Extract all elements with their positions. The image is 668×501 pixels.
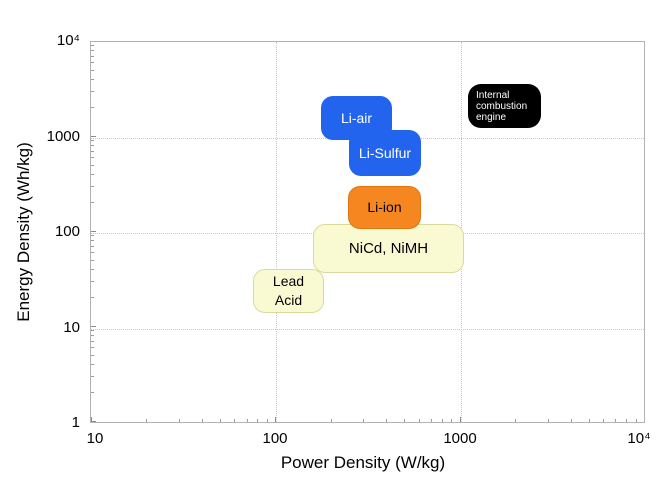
y-axis-tick [91, 347, 94, 348]
y-axis-tick [91, 364, 94, 365]
x-axis-tick [615, 419, 616, 422]
y-axis-tick [91, 186, 94, 187]
x-axis-tick [220, 419, 221, 422]
x-axis-tick [442, 419, 443, 422]
x-axis-tick [571, 419, 572, 422]
x-axis-tick [603, 419, 604, 422]
gridline-x-100 [276, 42, 277, 422]
region-li-ion-label: Li-ion [367, 199, 402, 215]
y-axis-tick [91, 330, 94, 331]
y-axis-tick [91, 202, 94, 203]
y-axis-tick [91, 421, 96, 422]
y-axis-tick [91, 56, 94, 57]
gridline-y-10 [91, 329, 644, 330]
y-axis-tick [91, 151, 94, 152]
x-axis-tick [275, 417, 276, 422]
x-axis-tick [636, 419, 637, 422]
y-tick-1000: 1000 [46, 128, 80, 145]
x-axis-tick [91, 417, 92, 422]
y-axis-title: Energy Density (Wh/kg) [14, 142, 33, 322]
y-axis-tick [91, 50, 94, 51]
region-li-ion: Li-ion [348, 186, 421, 229]
x-axis-tick [386, 419, 387, 422]
x-axis-tick [419, 419, 420, 422]
y-tick-10e4: 10⁴ [56, 32, 80, 49]
region-lead-acid: Lead Acid [253, 269, 324, 313]
region-nicd-nimh: NiCd, NiMH [313, 224, 464, 273]
y-axis-tick [91, 62, 94, 63]
y-axis-tick [91, 145, 94, 146]
x-tick-1000: 1000 [443, 430, 477, 447]
x-axis-tick [247, 419, 248, 422]
plot-area: Li-air Li-Sulfur NiCd, NiMH Li-ion Lead … [90, 41, 645, 423]
region-lead-acid-line2: Acid [274, 292, 303, 308]
x-tick-10e4: 10⁴ [627, 430, 651, 447]
y-axis-tick [91, 45, 94, 46]
y-axis-tick [91, 107, 94, 108]
y-tick-100: 100 [54, 223, 80, 240]
region-lead-acid-line1: Lead [272, 273, 305, 289]
y-axis-tick [91, 260, 94, 261]
region-nicd-nimh-label: NiCd, NiMH [348, 240, 429, 257]
y-axis-tick [91, 157, 94, 158]
y-axis-tick [91, 355, 94, 356]
y-axis-tick [91, 136, 96, 137]
x-axis-tick [363, 419, 364, 422]
x-axis-tick [431, 419, 432, 422]
y-axis-tick [91, 252, 94, 253]
x-axis-tick [202, 419, 203, 422]
y-axis-tick [91, 392, 94, 393]
y-axis-tick [91, 165, 94, 166]
ice-line3: engine [476, 111, 507, 123]
y-axis-tick [91, 240, 94, 241]
x-axis-tick [548, 419, 549, 422]
ice-line2: combustion [476, 100, 528, 112]
x-axis-tick [515, 419, 516, 422]
x-axis-title: Power Density (W/kg) [280, 453, 446, 472]
y-axis-tick [91, 341, 94, 342]
y-axis-tick [91, 297, 94, 298]
y-axis-tick [91, 174, 94, 175]
region-internal-combustion-engine: Internal combustion engine [468, 84, 541, 128]
x-axis-tick [589, 419, 590, 422]
x-axis-tick [234, 419, 235, 422]
region-li-sulfur: Li-Sulfur [349, 130, 421, 176]
x-tick-10: 10 [86, 430, 104, 447]
x-axis-tick [179, 419, 180, 422]
x-axis-tick [460, 417, 461, 422]
y-tick-10: 10 [63, 319, 80, 336]
y-axis-tick [91, 235, 94, 236]
y-axis-tick [91, 376, 94, 377]
x-axis-tick [451, 419, 452, 422]
x-axis-tick [626, 419, 627, 422]
y-tick-1: 1 [71, 414, 80, 431]
y-axis-tick [91, 269, 94, 270]
y-axis-tick [91, 70, 94, 71]
x-axis-tick [404, 419, 405, 422]
y-axis-tick [91, 281, 94, 282]
x-axis-tick [331, 419, 332, 422]
ice-line1: Internal [476, 89, 510, 101]
y-axis-tick [91, 79, 94, 80]
y-axis-tick [91, 326, 96, 327]
region-li-air-label: Li-air [340, 109, 373, 126]
y-axis-tick [91, 231, 96, 232]
region-li-sulfur-label: Li-Sulfur [358, 144, 412, 161]
y-axis-tick [91, 335, 94, 336]
x-tick-100: 100 [262, 430, 288, 447]
y-axis-tick [91, 246, 94, 247]
x-axis-tick [146, 419, 147, 422]
x-axis-tick [267, 419, 268, 422]
y-axis-tick [91, 91, 94, 92]
y-axis-tick [91, 140, 94, 141]
x-axis-tick [257, 419, 258, 422]
